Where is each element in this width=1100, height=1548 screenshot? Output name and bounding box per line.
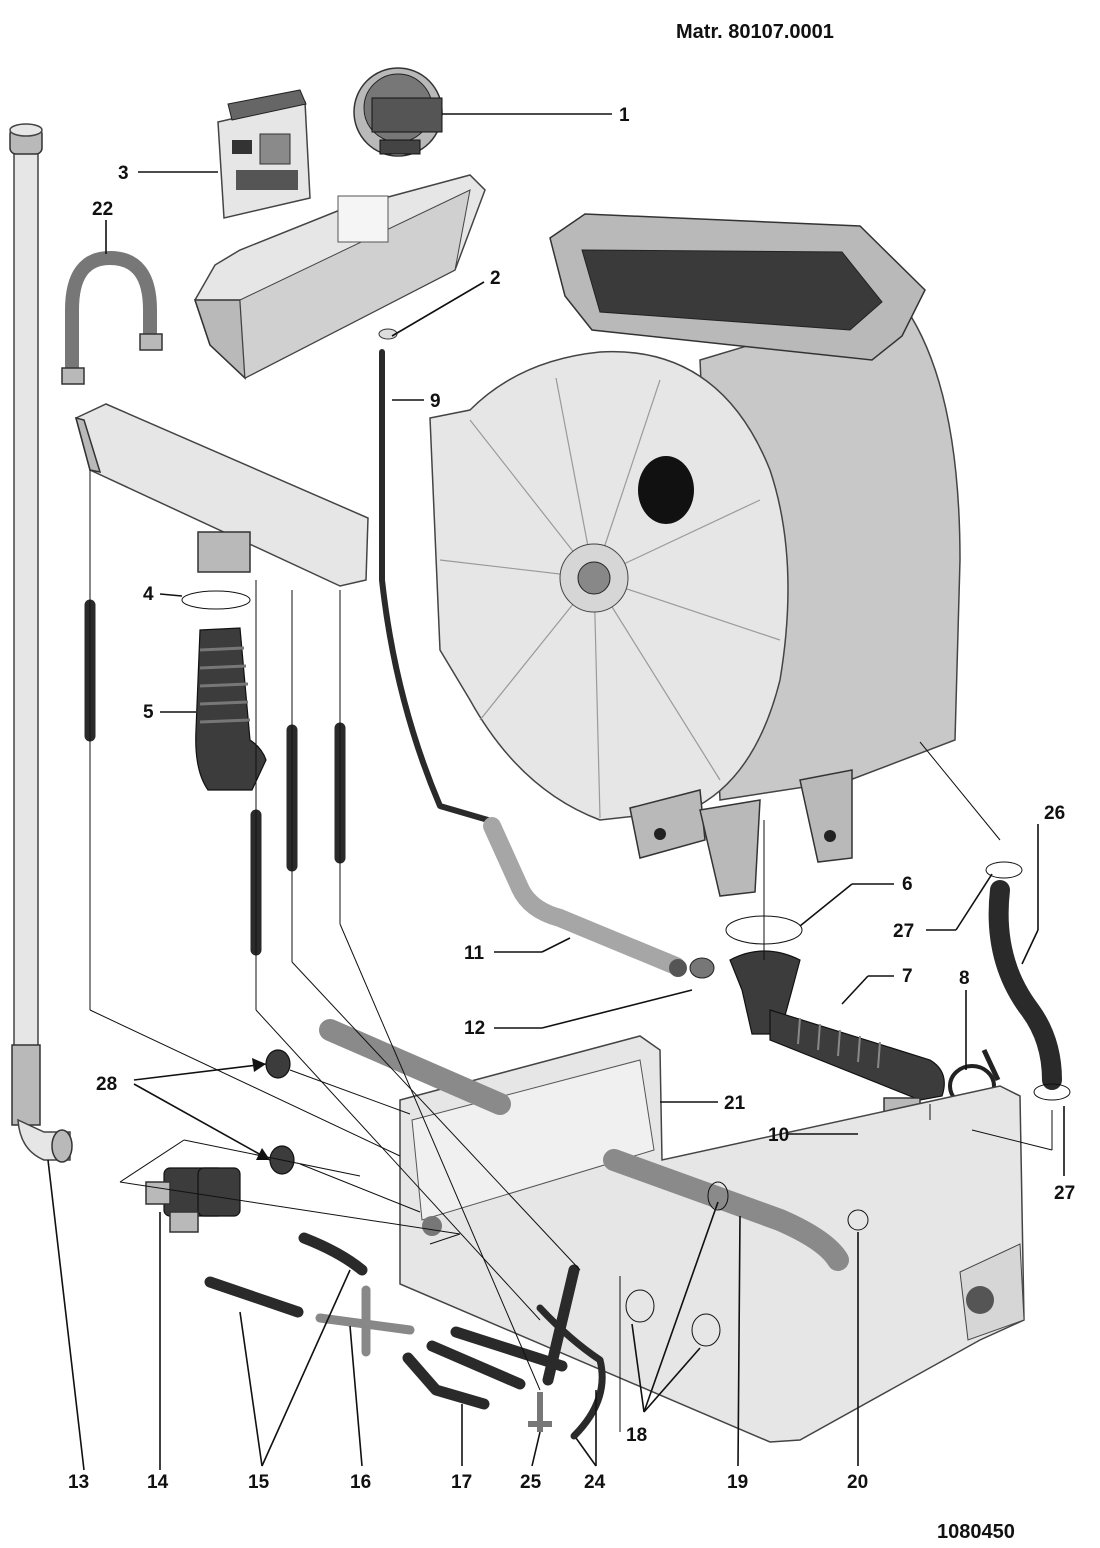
callout-leaders [47, 113, 1065, 1471]
callout-28: 28 [96, 1074, 117, 1095]
callout-24: 24 [584, 1472, 606, 1493]
callout-15: 15 [248, 1472, 270, 1493]
callout-12: 12 [464, 1018, 485, 1039]
callout-1: 1 [619, 105, 630, 126]
material-number: Matr. 80107.0001 [676, 21, 834, 43]
part-small-hoses [204, 1232, 606, 1440]
callout-28-arrows [133, 1058, 271, 1161]
assembly-guide-lines [89, 470, 1053, 1432]
callout-16: 16 [350, 1472, 371, 1493]
callout-5: 5 [143, 702, 154, 723]
callout-labels: 1 2 3 4 5 6 7 8 9 10 11 12 13 14 15 16 1… [68, 105, 1075, 1493]
callout-4: 4 [143, 584, 154, 605]
callout-6: 6 [902, 874, 913, 895]
part-hose-clamp-12 [689, 957, 715, 979]
callout-17: 17 [451, 1472, 472, 1493]
callout-18: 18 [626, 1425, 647, 1446]
callout-22: 22 [92, 199, 113, 220]
part-hose-hook [61, 250, 163, 385]
callout-19: 19 [727, 1472, 748, 1493]
part-air-tube [483, 817, 687, 977]
part-clamp-20 [847, 1209, 869, 1231]
callout-14: 14 [147, 1472, 169, 1493]
callout-10: 10 [768, 1125, 789, 1146]
part-tub-assembly [429, 213, 961, 897]
callout-3: 3 [118, 163, 129, 184]
part-frame-hoses [319, 1019, 849, 1271]
callout-21: 21 [724, 1093, 746, 1114]
part-inlet-valve [145, 1167, 241, 1233]
part-inlet-hose [9, 123, 73, 1163]
callout-8: 8 [959, 968, 970, 989]
callout-13: 13 [68, 1472, 89, 1493]
part-dispenser-housing [193, 174, 486, 380]
callout-27-lower: 27 [1054, 1183, 1075, 1204]
part-sump-hose [729, 950, 945, 1101]
part-spring-clamps [625, 1289, 721, 1347]
callout-2: 2 [490, 268, 501, 289]
part-drain-hose [985, 861, 1071, 1101]
part-foot-pads [265, 1049, 295, 1175]
callout-11: 11 [464, 943, 485, 964]
callout-20: 20 [847, 1472, 868, 1493]
drawing-number: 1080450 [937, 1521, 1015, 1543]
callout-25: 25 [520, 1472, 542, 1493]
part-hose-clamp-ring [181, 590, 251, 610]
callout-9: 9 [430, 391, 441, 412]
part-drawer-housing [74, 403, 369, 587]
part-pressure-switch [353, 67, 443, 157]
part-electronic-module [217, 89, 311, 219]
part-bellows-hose [195, 627, 267, 791]
callout-27-upper: 27 [893, 921, 914, 942]
callout-7: 7 [902, 966, 913, 987]
callout-26: 26 [1044, 803, 1065, 824]
